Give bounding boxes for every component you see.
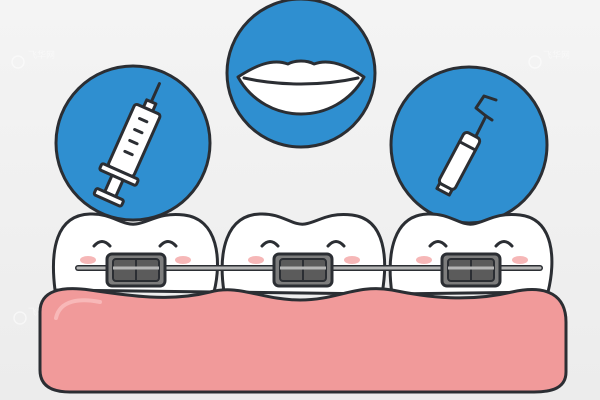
- gum-body: [38, 287, 568, 394]
- watermark-text-2: 飞华网: [543, 49, 570, 61]
- gum-highlight: [54, 298, 102, 320]
- tooth-right-cheek-left: [416, 256, 432, 264]
- tooth-left-eye-right: [158, 240, 178, 248]
- bracket-right: [440, 252, 502, 288]
- tooth-middle-eye-right: [326, 240, 346, 248]
- tooth-middle-cheek-left: [248, 256, 264, 264]
- tooth-left-cheek-left: [80, 256, 96, 264]
- bracket-middle: [272, 252, 334, 288]
- tooth-right-eye-left: [428, 240, 448, 248]
- syringe-circle: [54, 64, 212, 222]
- tooth-right-cheek-right: [512, 256, 528, 264]
- smile-circle: [225, 0, 377, 149]
- tooth-left-eye-left: [92, 240, 112, 248]
- dental-probe-icon: [435, 94, 498, 197]
- watermark-text-1: 飞华网: [28, 49, 55, 61]
- bracket-left: [105, 252, 167, 288]
- tooth-middle-cheek-right: [344, 256, 360, 264]
- gums: [38, 287, 568, 394]
- smile-lips-icon: [236, 59, 366, 116]
- probe-circle: [389, 65, 549, 225]
- tooth-middle-eye-left: [260, 240, 280, 248]
- tooth-left-cheek-right: [175, 256, 191, 264]
- syringe-icon: [92, 82, 162, 208]
- braces: [75, 252, 543, 288]
- tooth-right-eye-right: [494, 240, 514, 248]
